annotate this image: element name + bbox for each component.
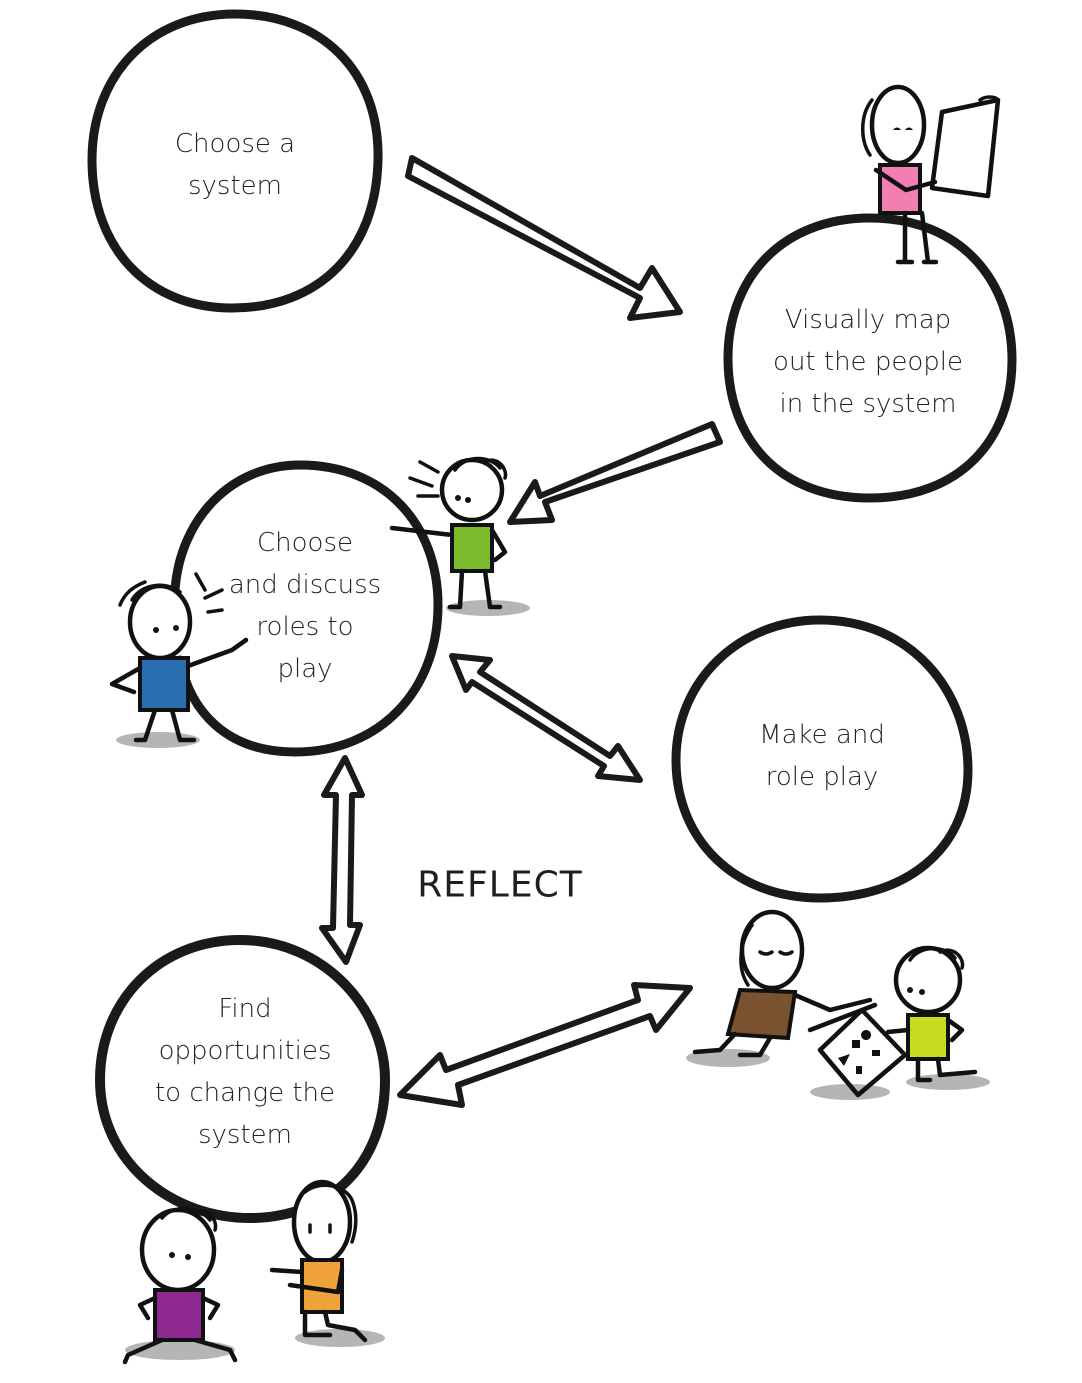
label-line: to change the xyxy=(154,1078,336,1108)
step-label-map-people: Visually map out the people in the syste… xyxy=(773,299,963,425)
step-circle-find-opportunities xyxy=(95,935,390,1224)
label-line: Visually map xyxy=(784,305,952,335)
step-circle-make-roleplay xyxy=(671,615,973,903)
game-board xyxy=(810,1007,908,1100)
figure-purple-sitting xyxy=(122,1206,238,1365)
arrow-roles-find-twoway xyxy=(319,755,365,965)
label-line: Choose a xyxy=(174,129,296,159)
step-circle-map-people xyxy=(723,213,1017,503)
arrow-roles-make-twoway xyxy=(449,653,643,783)
label-line: in the system xyxy=(779,389,957,419)
step-circle-choose-roles xyxy=(170,460,443,757)
label-line: Make and xyxy=(759,720,885,750)
figure-pointing-blue xyxy=(109,572,249,748)
step-label-choose-system: Choose a system xyxy=(175,123,295,207)
arrow-map-to-roles xyxy=(507,421,723,525)
figure-pointing-green xyxy=(389,456,530,616)
step-circle-choose-system xyxy=(87,9,383,313)
figure-orange-kneeling xyxy=(269,1179,385,1347)
label-line: role play xyxy=(765,762,879,792)
label-line: play xyxy=(277,654,333,684)
step-label-make-roleplay: Make and role play xyxy=(759,714,885,798)
figure-lime-kneeling xyxy=(885,945,990,1090)
label-line: system xyxy=(188,171,282,201)
arrow-choose-to-map xyxy=(405,155,683,321)
label-line: Choose xyxy=(256,528,353,558)
label-line: and discuss xyxy=(228,570,382,600)
figure-brown-kneeling xyxy=(686,909,878,1067)
step-label-find-opportunities: Find opportunities to change the system xyxy=(155,988,335,1156)
step-label-choose-roles: Choose and discuss roles to play xyxy=(229,522,381,690)
figure-reading-map xyxy=(861,84,1001,265)
label-line: out the people xyxy=(773,347,963,377)
arrow-find-make-twoway xyxy=(397,982,693,1108)
center-label-reflect: REFLECT xyxy=(417,864,583,906)
label-line: roles to xyxy=(256,612,354,642)
label-line: Find xyxy=(218,994,272,1024)
label-line: opportunities xyxy=(158,1036,332,1066)
label-line: system xyxy=(198,1120,292,1150)
